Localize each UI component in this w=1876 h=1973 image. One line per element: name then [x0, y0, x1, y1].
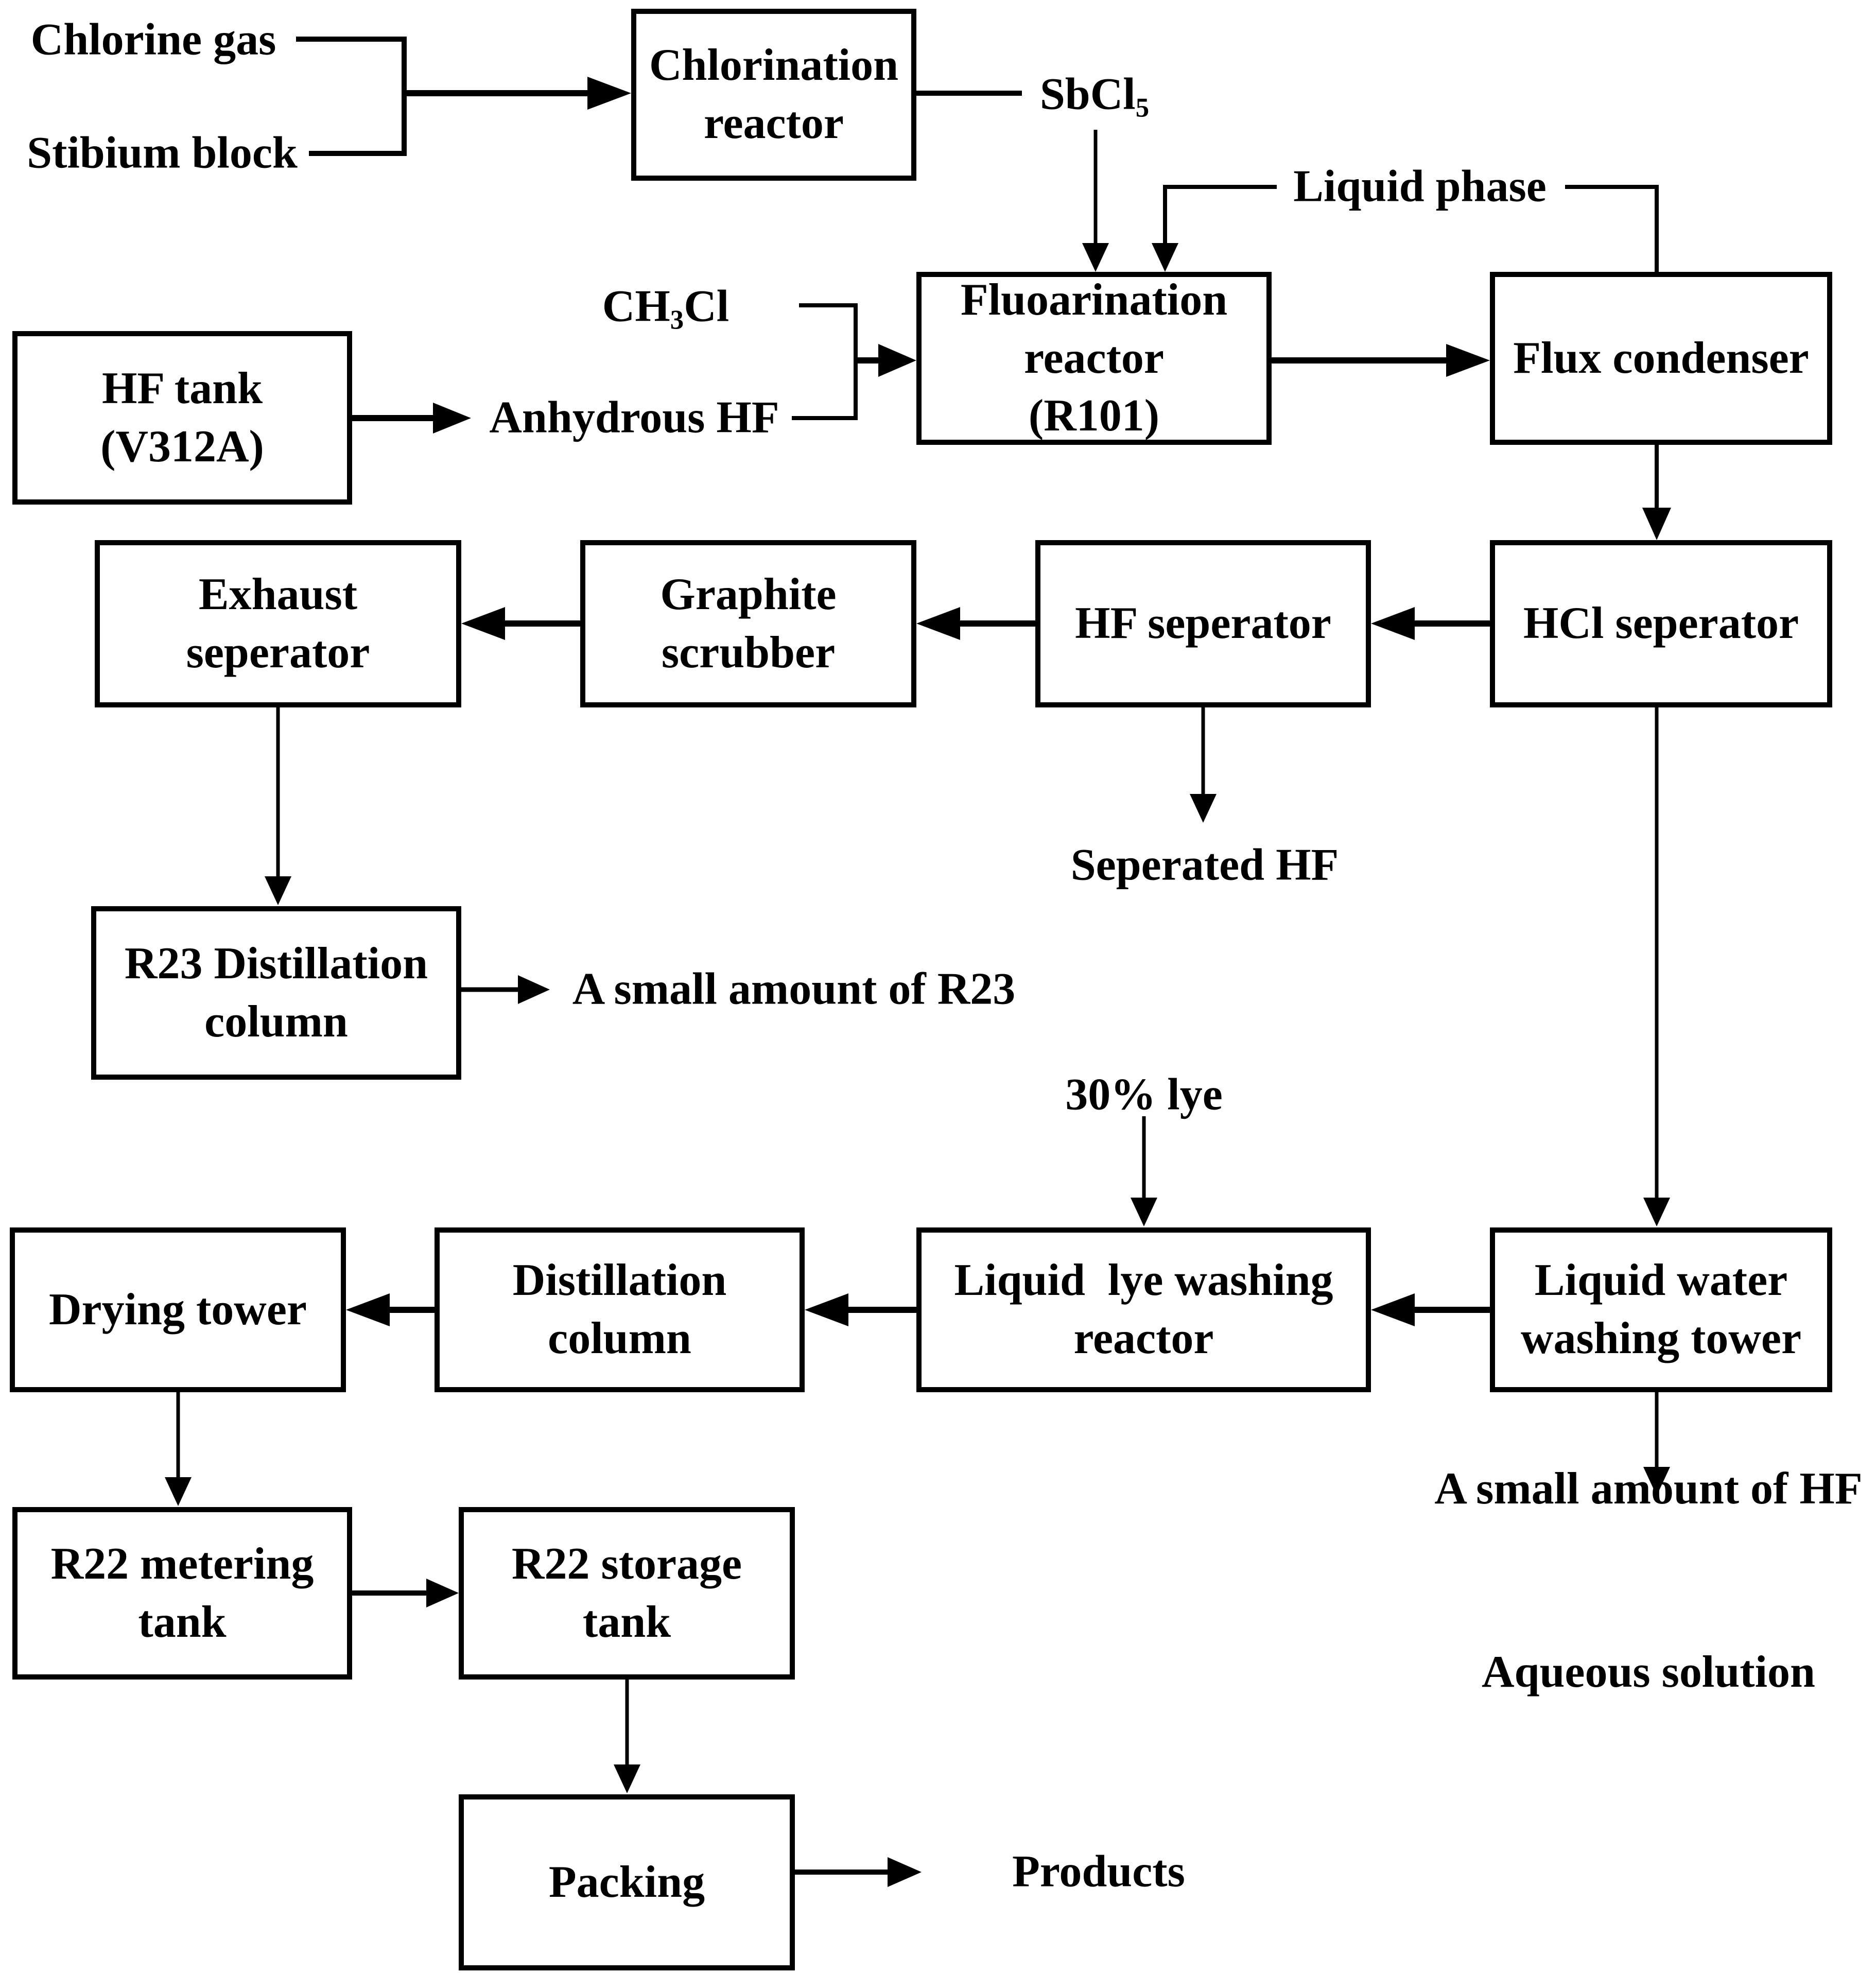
formula-base: Cl: [684, 281, 729, 332]
label-seperated-hf: Seperated HF: [1070, 840, 1339, 890]
formula-base: CH: [602, 281, 670, 332]
node-label: Liquid water: [1534, 1255, 1788, 1306]
label-liquid-phase: Liquid phase: [1293, 161, 1547, 212]
node-label: Graphite: [660, 569, 837, 619]
label-products: Products: [1012, 1846, 1185, 1897]
arrow-lyewash-to-dist: [805, 1293, 916, 1326]
arrow-drying-to-meter: [165, 1392, 192, 1506]
arrow-r23-to-smallr23: [461, 975, 550, 1004]
node-label: tank: [582, 1597, 671, 1647]
formula-base: SbCl: [1039, 69, 1136, 119]
node-label: Flux condenser: [1513, 333, 1809, 383]
arrow-inputs-to-chlorination: [404, 77, 631, 110]
arrow-fluoarination-to-flux: [1272, 344, 1490, 377]
formula-subscript: 3: [670, 305, 684, 335]
bracket-ch3cl-anhydroushf: [792, 303, 858, 420]
node-r22-metering-tank: R22 metering tank: [12, 1507, 352, 1680]
node-label: Drying tower: [49, 1284, 307, 1335]
formula-subscript: 5: [1135, 93, 1150, 123]
arrow-flux-to-hcl: [1642, 445, 1671, 540]
node-label: (R101): [1028, 391, 1160, 441]
arrow-hcl-to-hfsep: [1371, 607, 1490, 640]
node-liquid-lye-washing-reactor: Liquid lye washing reactor: [916, 1227, 1371, 1392]
node-label: Fluoarination: [960, 275, 1228, 325]
arrow-hfsep-to-seperatedhf: [1190, 707, 1217, 823]
arrow-sbcl5-to-fluoarination: [1082, 130, 1109, 272]
arrow-graphite-to-exhaust: [461, 607, 580, 640]
arrow-waterwash-to-smallhf: [1643, 1392, 1670, 1496]
label-sbcl5-formula: SbCl5: [1040, 64, 1149, 126]
node-chlorination-reactor: Chlorination reactor: [631, 9, 916, 181]
label-line: Aqueous solution: [1481, 1647, 1815, 1697]
node-label: Packing: [548, 1857, 705, 1907]
label-line: A small amount of HF: [1434, 1463, 1863, 1514]
node-label: Distillation: [512, 1255, 727, 1306]
node-packing: Packing: [459, 1794, 795, 1970]
arrow-hcl-to-waterwash: [1643, 707, 1670, 1226]
label-ch3cl-formula: CH3Cl: [602, 276, 729, 338]
node-label: Liquid lye washing: [954, 1255, 1333, 1306]
label-chlorine-gas: Chlorine gas: [30, 14, 276, 65]
node-label: Exhaust: [198, 569, 358, 619]
node-label: seperator: [186, 627, 370, 678]
node-label: HCl seperator: [1523, 598, 1799, 649]
arrow-meter-to-storage: [352, 1579, 459, 1607]
node-distillation-column: Distillation column: [435, 1227, 805, 1392]
node-label: HF seperator: [1075, 598, 1331, 649]
node-label: reactor: [1024, 333, 1164, 383]
node-hf-seperator: HF seperator: [1035, 540, 1371, 707]
node-hf-tank: HF tank (V312A): [12, 331, 352, 505]
node-drying-tower: Drying tower: [10, 1227, 346, 1392]
node-label: scrubber: [661, 627, 836, 678]
node-label: (V312A): [100, 421, 264, 472]
node-label: HF tank: [101, 363, 263, 413]
arrow-packing-to-products: [795, 1857, 922, 1887]
node-label: Chlorination: [649, 40, 899, 91]
node-r23-distillation-column: R23 Distillation column: [91, 906, 461, 1080]
node-label: R22 metering: [50, 1538, 314, 1589]
node-exhaust-seperator: Exhaust seperator: [95, 540, 461, 707]
node-label: R22 storage: [511, 1538, 742, 1589]
node-label: washing tower: [1520, 1313, 1802, 1363]
node-graphite-scrubber: Graphite scrubber: [580, 540, 916, 707]
arrow-hftank-to-anhydroushf: [352, 403, 471, 434]
bracket-chlorine-stibium: [296, 37, 407, 156]
line-flux-to-liquidphase: [1565, 185, 1659, 273]
arrow-lye-to-lyewash: [1131, 1116, 1157, 1226]
node-label: reactor: [704, 98, 844, 148]
node-label: reactor: [1073, 1313, 1214, 1363]
node-flux-condenser: Flux condenser: [1490, 272, 1832, 445]
arrow-hfsep-to-graphite: [916, 607, 1035, 640]
arrow-liquidphase-to-fluoarination: [1152, 185, 1277, 272]
arrow-exhaust-to-r23: [265, 707, 291, 905]
arrow-waterwash-to-lyewash: [1371, 1293, 1490, 1326]
node-r22-storage-tank: R22 storage tank: [459, 1507, 795, 1680]
label-stibium-block: Stibium block: [27, 128, 298, 178]
node-fluoarination-reactor: Fluoarination reactor (R101): [916, 272, 1272, 445]
label-a-small-amount-of-hf-aqueous-solution: A small amount of HF Aqueous solution: [1434, 1336, 1862, 1825]
arrow-storage-to-packing: [614, 1680, 640, 1793]
label-30-percent-lye: 30% lye: [1065, 1069, 1223, 1120]
node-label: column: [204, 996, 348, 1047]
arrow-dist-to-drying: [346, 1293, 435, 1326]
node-label: R23 Distillation: [124, 938, 428, 989]
node-liquid-water-washing-tower: Liquid water washing tower: [1490, 1227, 1832, 1392]
label-anhydrous-hf: Anhydrous HF: [489, 392, 779, 443]
arrow-feed-to-fluoarination: [856, 344, 916, 377]
node-label: tank: [138, 1597, 227, 1647]
node-hcl-seperator: HCl seperator: [1490, 540, 1832, 707]
node-label: column: [548, 1313, 691, 1363]
label-a-small-amount-of-r23: A small amount of R23: [572, 964, 1016, 1014]
